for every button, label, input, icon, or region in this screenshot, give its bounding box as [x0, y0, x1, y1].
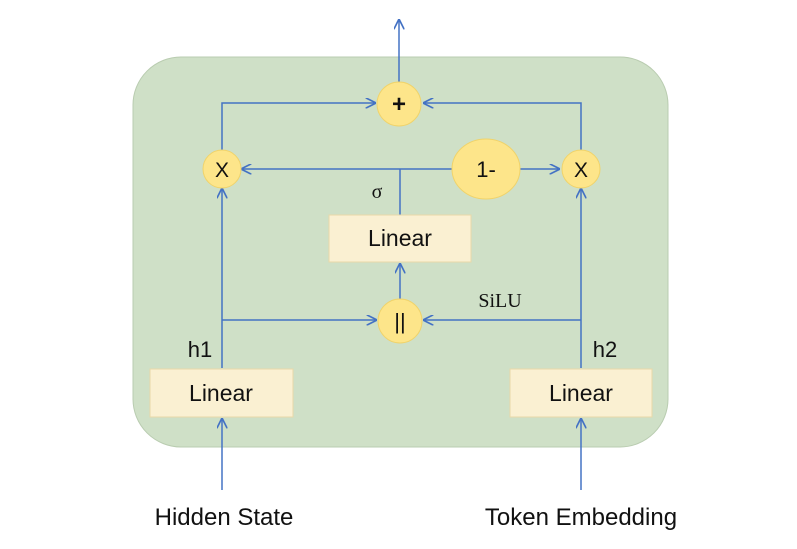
op-mult-right-label: X — [574, 159, 588, 182]
connections — [222, 20, 581, 490]
op-mult-right: X — [561, 149, 601, 189]
linear-right-label: Linear — [549, 380, 613, 406]
linear-left: Linear — [149, 368, 294, 418]
op-plus-label: + — [392, 91, 406, 118]
silu-label: SiLU — [478, 290, 522, 312]
hidden-state-label: Hidden State — [155, 504, 294, 531]
op-mult-left: X — [202, 149, 242, 189]
op-one-minus: 1- — [451, 138, 521, 200]
op-one-minus-label: 1- — [476, 157, 496, 182]
h1-label: h1 — [188, 337, 212, 362]
op-concat: || — [377, 298, 423, 344]
arrow-left-mult-to-plus — [221, 103, 375, 152]
h2-label: h2 — [593, 337, 617, 362]
arrow-right-mult-to-plus — [424, 103, 582, 152]
linear-center-label: Linear — [368, 225, 432, 251]
op-concat-label: || — [394, 309, 405, 334]
sigma-label: σ — [372, 181, 383, 203]
linear-center: Linear — [328, 214, 472, 263]
op-mult-left-label: X — [215, 159, 229, 182]
linear-left-label: Linear — [189, 380, 253, 406]
op-plus: + — [376, 81, 422, 127]
linear-right: Linear — [509, 368, 653, 418]
token-embedding-label: Token Embedding — [485, 504, 677, 531]
